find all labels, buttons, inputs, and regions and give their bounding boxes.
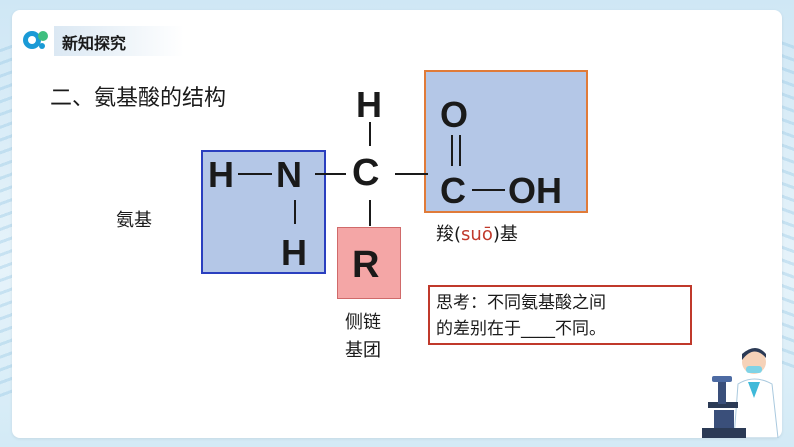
think-box: 思考：不同氨基酸之间 的差别在于____不同。 [428,285,692,345]
think-text: 思考：不同氨基酸之间 的差别在于____不同。 [436,290,696,342]
slide-card [12,10,782,438]
carboxyl-pinyin: suō [461,224,493,245]
atom-amino-h1: H [208,154,234,195]
atom-top-h: H [356,84,382,125]
atom-center-c: C [352,152,380,194]
header-bar [54,26,184,56]
slide-header: 新知探究 [14,20,184,60]
think-line1: 思考：不同氨基酸之间 [436,293,606,313]
header-title: 新知探究 [62,34,127,53]
atom-amino-n: N [276,154,302,195]
section-title: 二、氨基酸的结构 [50,86,227,111]
atom-r-group: R [352,244,380,286]
atom-carboxyl-c: C [440,170,466,211]
scientist-microscope-illustration [702,348,779,438]
amino-group-box [201,150,326,274]
atom-amino-h2: H [281,232,307,273]
carboxyl-label: 羧(suō)基 [436,224,518,245]
logo-icon [23,31,48,49]
think-line2: 的差别在于____不同。 [436,319,606,339]
side-chain-label-line2: 基团 [345,340,381,361]
r-group-box [337,227,401,299]
amino-label: 氨基 [116,210,152,231]
side-chain-label-line1: 侧链 [345,312,381,333]
atom-carboxyl-oh: OH [508,170,562,211]
atom-carboxyl-o: O [440,94,469,135]
